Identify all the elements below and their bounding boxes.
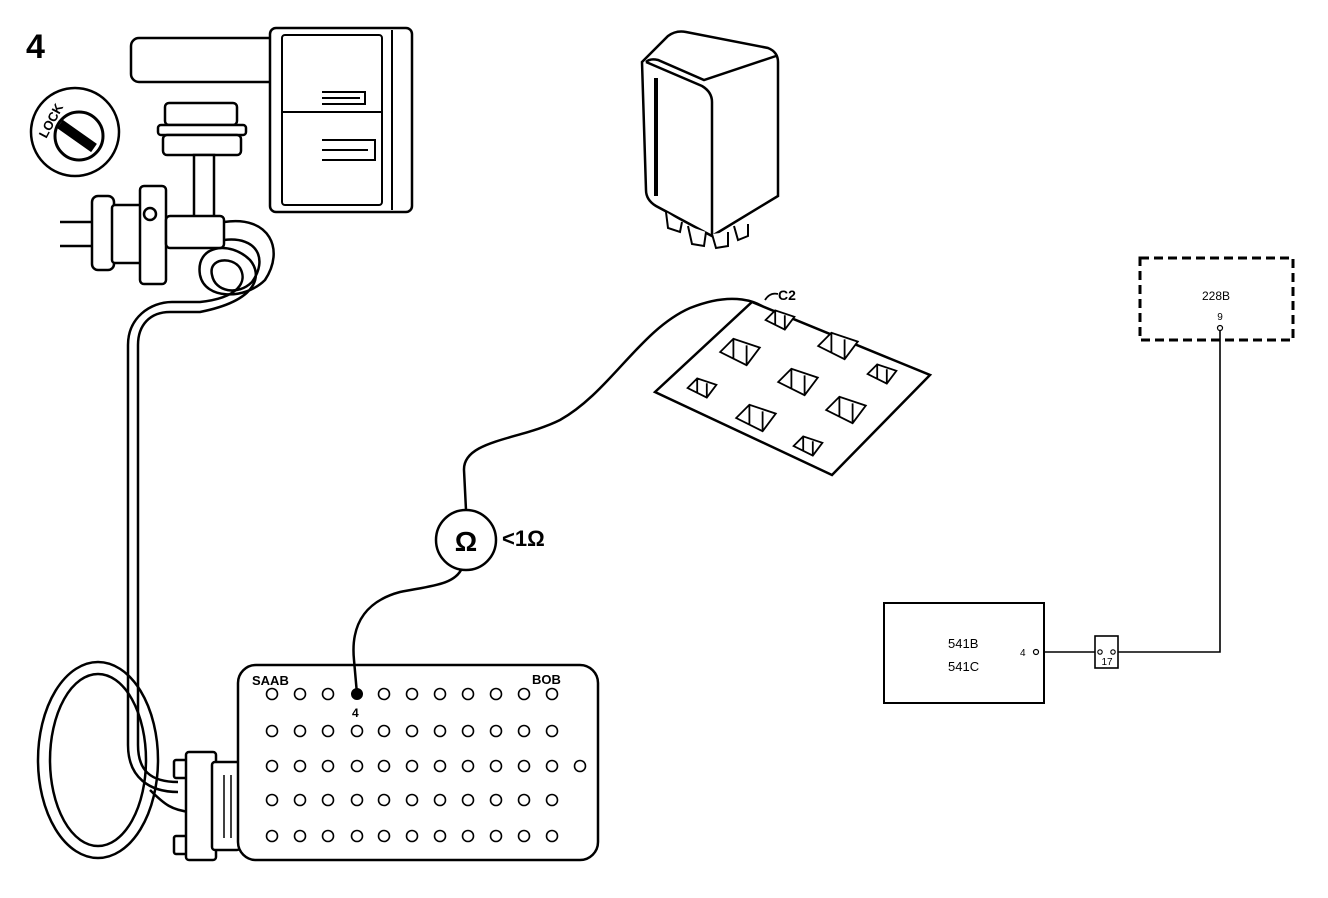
schematic-wire (1040, 331, 1221, 653)
bob-pin[interactable] (405, 829, 419, 843)
bob-pin[interactable] (517, 724, 531, 738)
bob-pin[interactable] (573, 759, 587, 773)
bob-pin[interactable] (517, 687, 531, 701)
bob-pin[interactable] (405, 759, 419, 773)
bob-pin[interactable] (377, 687, 391, 701)
adapter-plug (156, 101, 248, 219)
meter-leads (352, 297, 777, 695)
c2-socket-cavity (718, 337, 762, 367)
bob-pin[interactable] (321, 829, 335, 843)
bob-pin[interactable] (293, 759, 307, 773)
step-number: 4 (26, 28, 45, 66)
bob-pin[interactable] (350, 759, 364, 773)
bob-pin[interactable] (405, 687, 419, 701)
bob-pin[interactable] (517, 759, 531, 773)
connector-c2-label: C2 (778, 287, 796, 303)
c2-socket-cavity (776, 367, 820, 397)
module-541: 541B 541C 4 (883, 602, 1045, 704)
bob-pin[interactable] (545, 687, 559, 701)
c2-socket-cavity (764, 309, 796, 331)
ohmmeter: Ω <1Ω (434, 508, 545, 572)
bob-breakout-box: SAAB BOB 4 (236, 663, 600, 862)
module-541-line2: 541C (948, 659, 979, 674)
relay-icon (640, 30, 780, 250)
bob-pin[interactable] (293, 687, 307, 701)
bob-pin[interactable] (433, 829, 447, 843)
bob-pin[interactable] (377, 724, 391, 738)
bob-pin[interactable] (265, 793, 279, 807)
bob-pin[interactable] (461, 793, 475, 807)
bob-pin[interactable] (433, 793, 447, 807)
bob-pin[interactable] (489, 687, 503, 701)
bob-pin[interactable] (350, 724, 364, 738)
bob-brand-label: SAAB (252, 673, 289, 688)
module-228b: 228B 9 (1138, 256, 1295, 342)
ohm-symbol: Ω (455, 526, 477, 557)
splice-17: 17 (1094, 635, 1119, 669)
bob-pin-grid (265, 687, 587, 843)
bob-pin[interactable] (489, 759, 503, 773)
bob-pin[interactable] (321, 724, 335, 738)
bob-pin[interactable] (350, 829, 364, 843)
bob-pin[interactable] (545, 829, 559, 843)
bob-pin[interactable] (433, 759, 447, 773)
bob-pin[interactable] (265, 687, 279, 701)
resistance-reading: <1Ω (502, 526, 545, 551)
bob-pin[interactable] (321, 759, 335, 773)
bob-pin[interactable] (461, 759, 475, 773)
c2-socket-cavity (824, 395, 868, 425)
bob-pin[interactable] (461, 724, 475, 738)
bob-pin[interactable] (461, 829, 475, 843)
c2-socket-cavity (792, 435, 824, 457)
bob-pin[interactable] (545, 759, 559, 773)
bob-pin[interactable] (293, 829, 307, 843)
bob-pin[interactable] (265, 829, 279, 843)
connector-c2: C2 (652, 287, 933, 477)
bob-pin[interactable] (405, 724, 419, 738)
module-228b-pin: 9 (1217, 312, 1223, 323)
module-228b-name: 228B (1202, 289, 1230, 303)
side-connector (60, 184, 226, 286)
bob-pin[interactable] (377, 793, 391, 807)
bob-pin[interactable] (321, 793, 335, 807)
c2-socket-cavity (866, 363, 898, 385)
splice-label: 17 (1101, 657, 1113, 668)
bob-pin[interactable] (405, 793, 419, 807)
bob-pin-label: 4 (352, 706, 359, 720)
bob-pin[interactable] (489, 829, 503, 843)
bob-pin[interactable] (489, 793, 503, 807)
bob-pin[interactable] (545, 793, 559, 807)
bob-pin[interactable] (489, 724, 503, 738)
c2-socket-cavity (734, 403, 778, 433)
bob-name-label: BOB (532, 672, 561, 687)
bob-dsub-connector (172, 750, 242, 862)
module-541-pin: 4 (1020, 648, 1026, 659)
cable-loop (36, 660, 191, 860)
bob-pin[interactable] (265, 759, 279, 773)
bob-pin[interactable] (517, 793, 531, 807)
bob-pin[interactable] (293, 793, 307, 807)
bob-pin[interactable] (433, 687, 447, 701)
bob-pin[interactable] (293, 724, 307, 738)
bob-pin[interactable] (461, 687, 475, 701)
bob-pin[interactable] (321, 687, 335, 701)
ignition-lock-icon: LOCK (29, 86, 121, 178)
bob-pin[interactable] (545, 724, 559, 738)
bob-pin[interactable] (433, 724, 447, 738)
bob-pin[interactable] (377, 759, 391, 773)
module-541-line1: 541B (948, 636, 978, 651)
c2-socket-cavity (686, 377, 718, 399)
adapter-cable (126, 219, 275, 794)
bob-pin[interactable] (265, 724, 279, 738)
bob-pin[interactable] (517, 829, 531, 843)
connector-housing (129, 26, 414, 214)
bob-pin[interactable] (350, 793, 364, 807)
bob-pin[interactable] (377, 829, 391, 843)
c2-socket-cavity (816, 331, 860, 361)
